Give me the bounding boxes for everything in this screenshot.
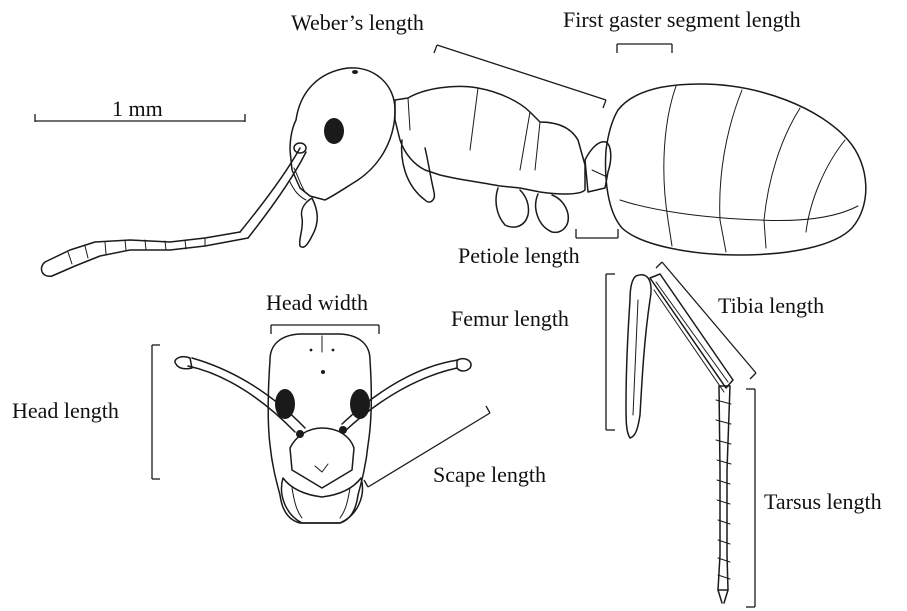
hind-leg bbox=[626, 274, 733, 603]
mesosoma-lateral bbox=[395, 86, 585, 232]
femur-length-label: Femur length bbox=[451, 306, 569, 331]
tibia-length-label: Tibia length bbox=[718, 293, 824, 318]
head-frontal-view bbox=[175, 334, 471, 523]
head-width-label: Head width bbox=[266, 290, 368, 315]
first-gaster-segment-length-label: First gaster segment length bbox=[563, 7, 801, 32]
head-length-bracket bbox=[152, 345, 160, 479]
head-lateral bbox=[290, 68, 395, 247]
petiole-length-label: Petiole length bbox=[458, 243, 580, 268]
femur-length-bracket bbox=[606, 274, 615, 430]
head-width-bracket bbox=[271, 325, 379, 334]
head-length-label: Head length bbox=[12, 398, 119, 423]
antenna-lateral bbox=[41, 143, 306, 276]
scale-bar-label: 1 mm bbox=[112, 96, 163, 121]
tarsus-length-bracket bbox=[746, 389, 755, 607]
tibia-length-bracket bbox=[656, 262, 756, 379]
scape-length-label: Scape length bbox=[433, 462, 546, 487]
scale-bar: 1 mm bbox=[35, 96, 245, 122]
ant-lateral-view bbox=[41, 68, 865, 276]
gaster-lateral bbox=[606, 84, 866, 255]
tarsus-length-label: Tarsus length bbox=[764, 489, 882, 514]
petiole-length-bracket bbox=[576, 229, 618, 238]
webers-length-bracket bbox=[434, 45, 606, 108]
webers-length-label: Weber’s length bbox=[291, 10, 424, 35]
first-gaster-segment-bracket bbox=[617, 44, 672, 53]
